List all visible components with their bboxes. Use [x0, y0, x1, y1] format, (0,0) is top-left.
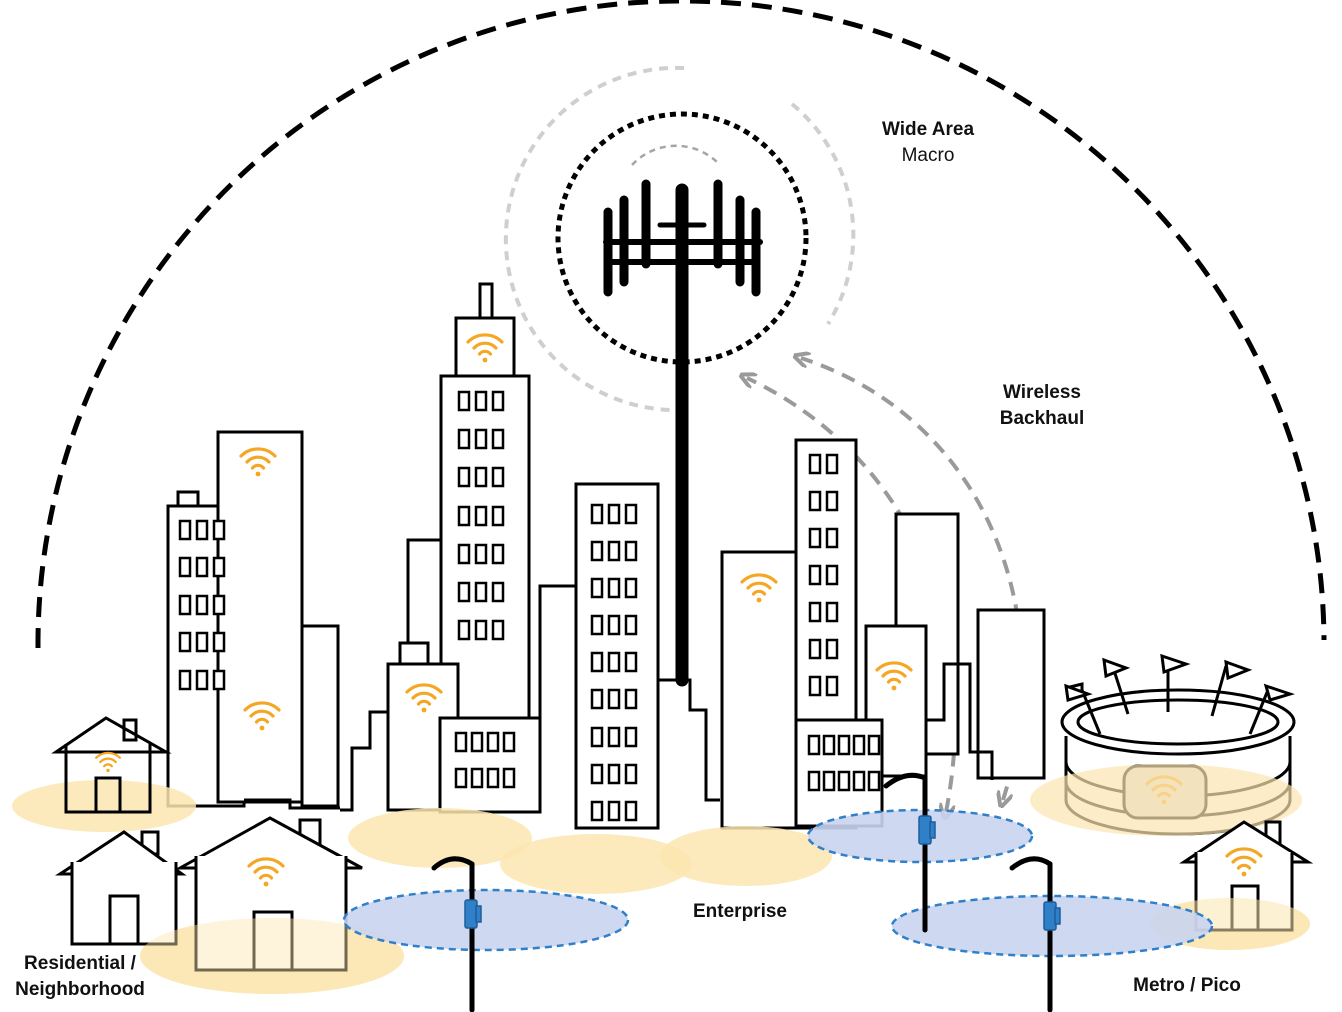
- wide-area-title: Wide Area: [881, 119, 975, 140]
- residential-label-line1: Residential /: [24, 953, 136, 974]
- backhaul-label-line2: Backhaul: [999, 408, 1085, 429]
- wide-area-subtitle: Macro: [901, 145, 955, 166]
- house-icon: [51, 716, 172, 814]
- macro-outer-ring-left: [503, 65, 685, 412]
- wide-area-coverage-arc: [35, 0, 1327, 649]
- small-cell-icon: [464, 815, 1061, 931]
- macro-outer-ring-right: [790, 102, 856, 326]
- macro-cell-ring: [555, 111, 809, 365]
- house-icon: [54, 830, 187, 946]
- residential-label-line2: Neighborhood: [15, 979, 145, 1000]
- building-left-tall: [166, 430, 340, 810]
- cell-tower-icon: [603, 179, 763, 687]
- metro-label: Metro / Pico: [1133, 975, 1241, 996]
- house-icon: [174, 816, 363, 972]
- backhaul-label-line1: Wireless: [1003, 382, 1081, 403]
- macro-inner-ring: [631, 144, 721, 166]
- street-pole-icon: [431, 772, 1053, 1012]
- enterprise-label: Enterprise: [693, 901, 787, 922]
